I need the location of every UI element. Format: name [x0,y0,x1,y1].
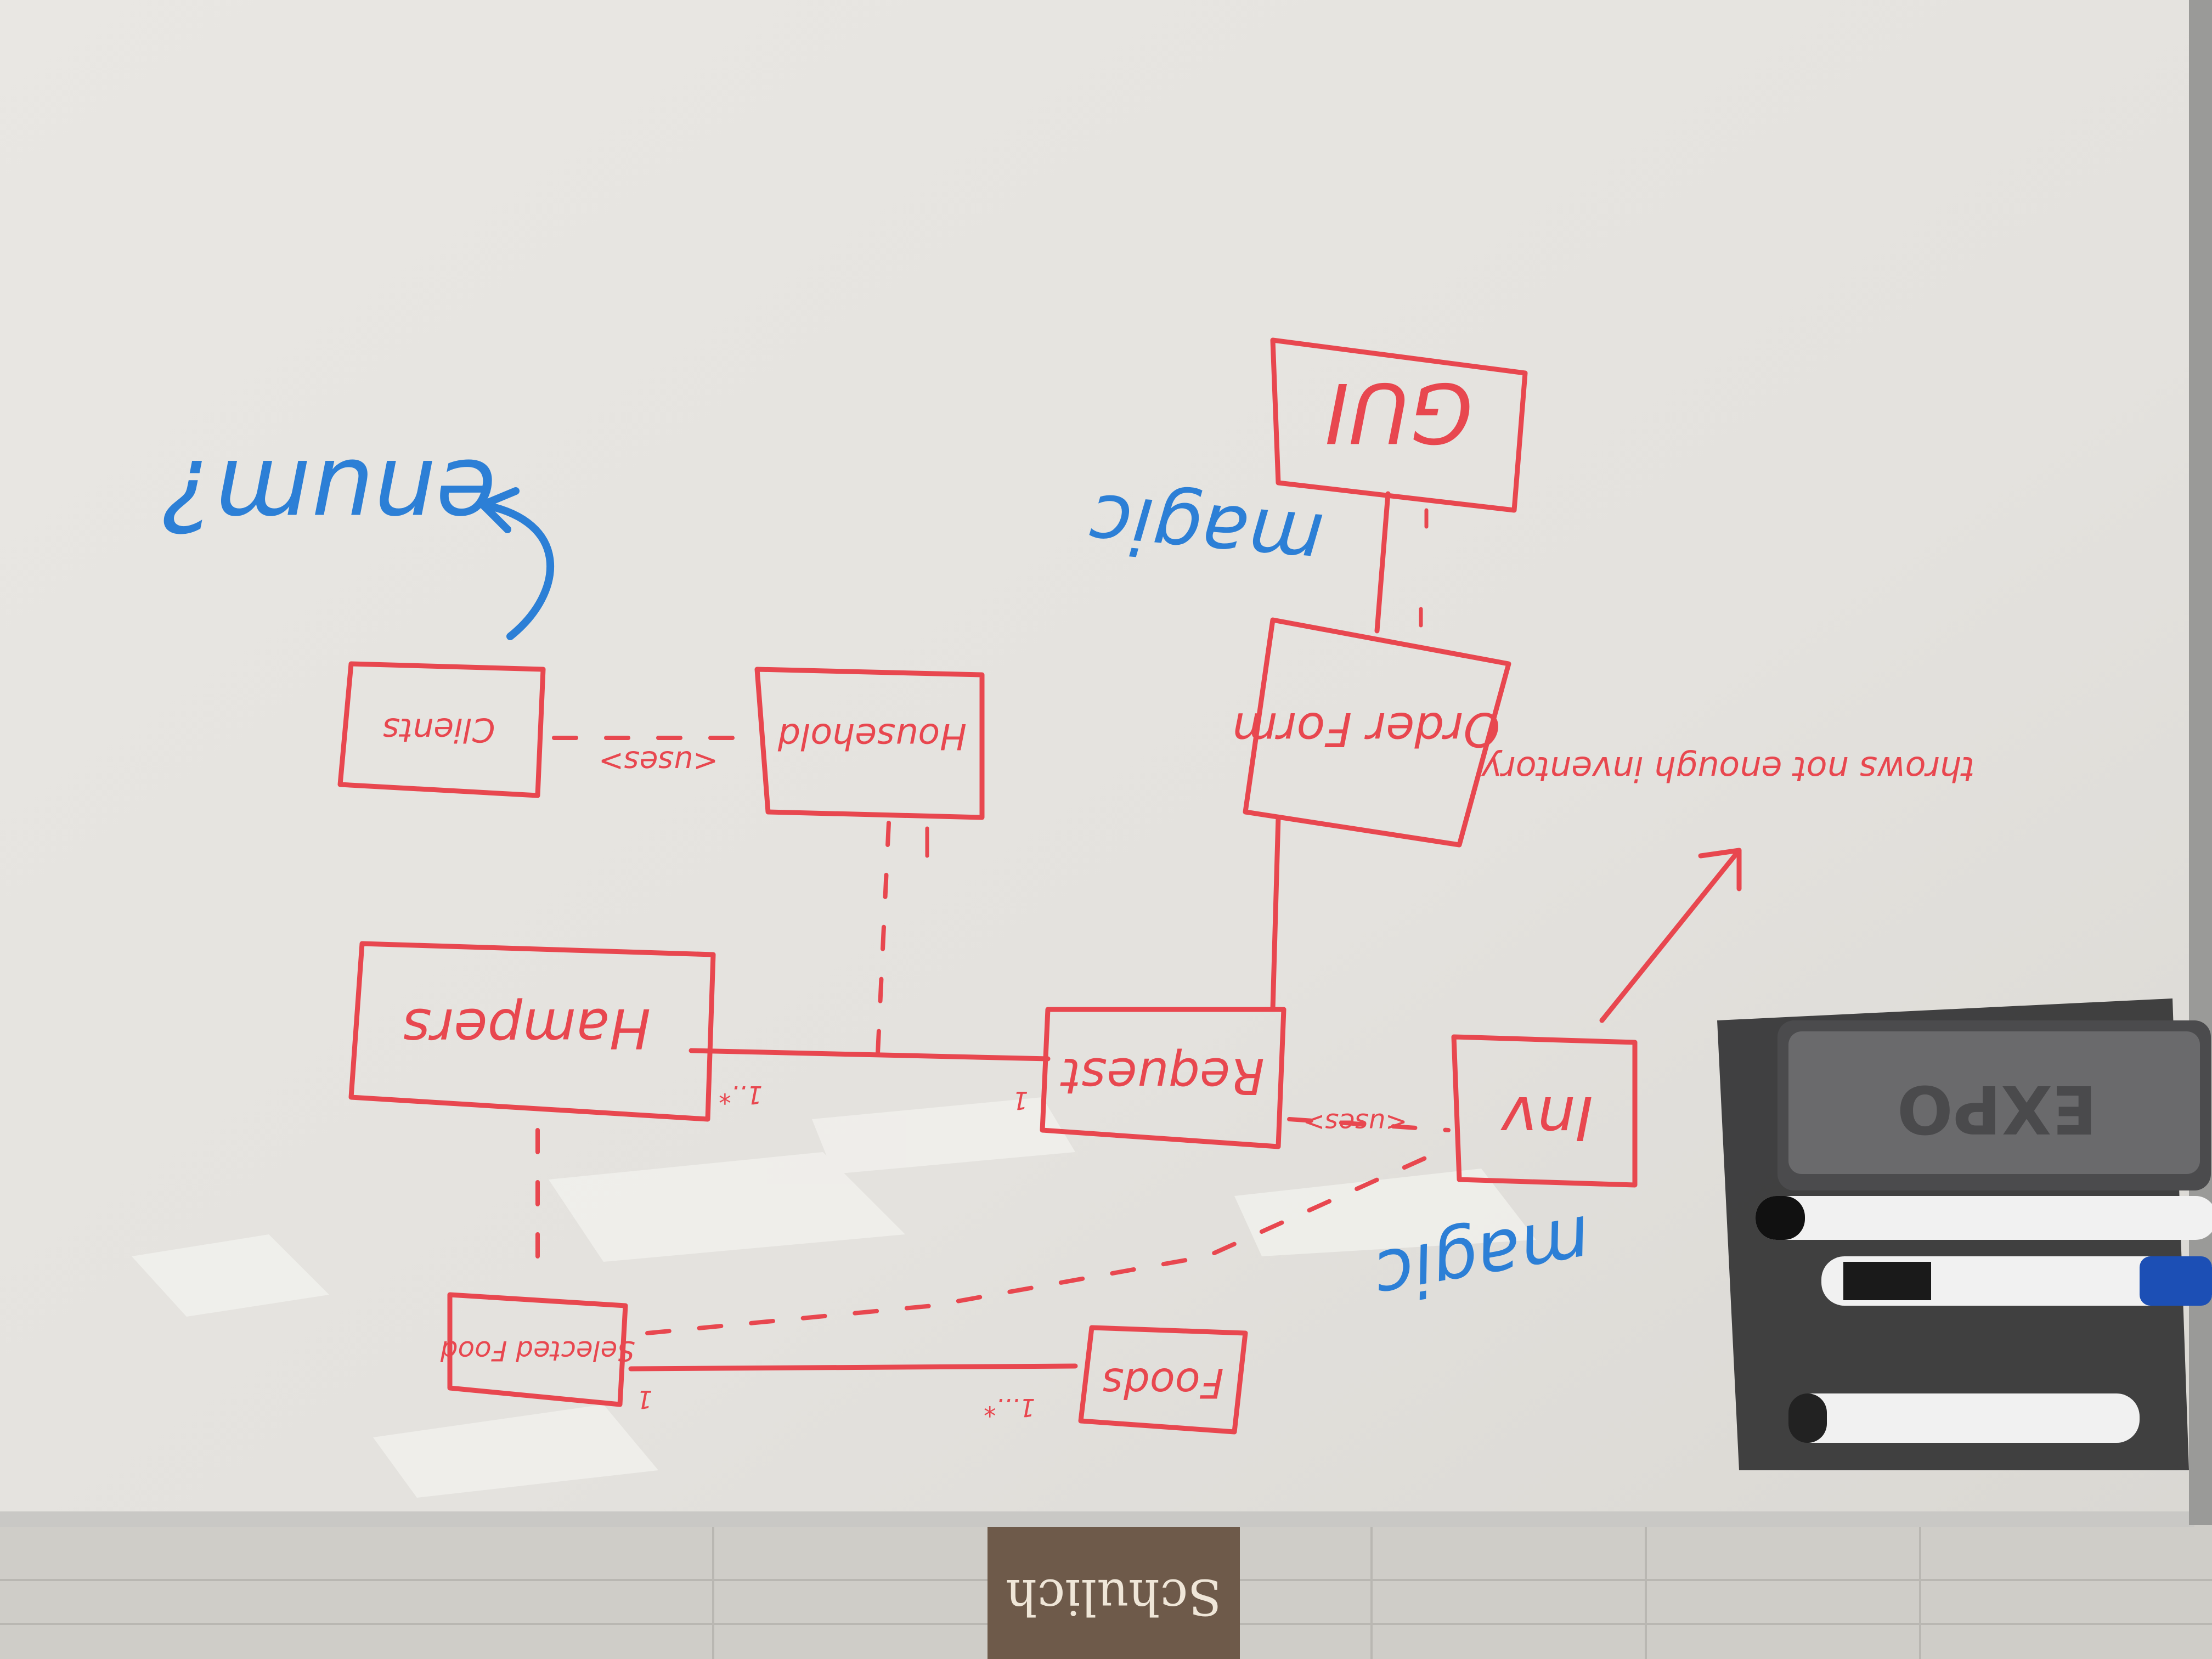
selected-food-label: Selected Food [441,1335,635,1367]
household-label: Household [777,715,967,757]
magic-text-top: magic [1086,476,1327,586]
uses-label-clients-household: <uses> [599,744,718,780]
selected-food-box: Selected Food [441,1292,635,1407]
hampers-label: Hampers [403,996,651,1060]
foods-box: Foods [1078,1325,1248,1435]
enum-arrow [479,501,554,640]
board-frame-bottom [0,1511,2194,1527]
eraser: EXPO [1778,1020,2211,1190]
selected-food-multiplicity: 1 [637,1385,653,1414]
request-multiplicity: 1 [1013,1086,1029,1115]
throws-note: throws not enough inventory [1481,749,1974,789]
sign-text: Schulich [1006,1568,1222,1626]
foods-label: Foods [1102,1359,1224,1407]
marker-black [1756,1196,2212,1240]
light-glare [132,1097,1536,1498]
order-form-box: Order Form [1232,617,1511,848]
enum-arrowhead [479,487,520,533]
marker-white [1788,1393,2140,1443]
throws-text: throws not enough inventory [1481,749,1974,789]
clients-label: Clients [383,710,495,749]
gui-label: GUI [1325,364,1473,460]
inv-box: Inv [1451,1034,1638,1188]
connectors [535,491,1742,1372]
household-box: Household [754,667,985,820]
order-form-label: Order Form [1232,702,1500,756]
hampers-multiplicity: 1..* [719,1080,763,1109]
relation-labels: <uses> <uses> 1..* 1 1 1...* [599,744,1407,1422]
request-box: Request [1040,1007,1286,1149]
enum-text: enum? [162,437,496,552]
inv-label: Inv [1500,1083,1593,1153]
eraser-logo: EXPO [1897,1070,2097,1147]
marker-tray: EXPO [1717,998,2212,1470]
hampers-box: Hampers [348,941,716,1122]
request-label: Request [1059,1047,1264,1104]
clients-box: Clients [337,661,546,798]
marker-blue [1821,1256,2212,1306]
uses-label-request-inv: <uses> [1303,1107,1407,1138]
sign: Schulich [988,1520,1240,1659]
gui-box: GUI [1270,337,1528,513]
foods-multiplicity: 1...* [984,1393,1035,1422]
